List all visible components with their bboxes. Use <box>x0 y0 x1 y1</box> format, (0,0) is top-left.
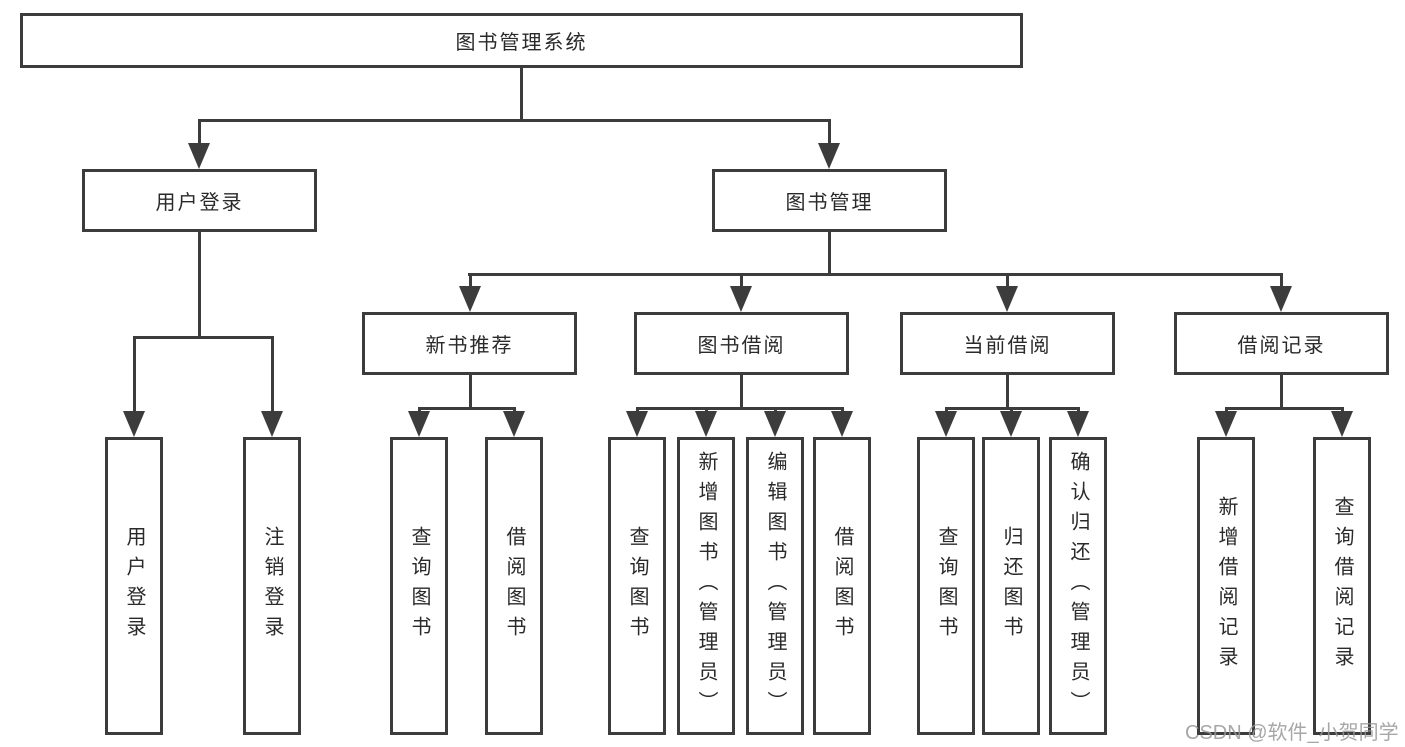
connector-root-branch <box>198 119 831 122</box>
leaf-bb-edit-books-admin-label: 编辑图书（管理员） <box>764 451 786 721</box>
node-borrowing-records: 借阅记录 <box>1174 312 1389 375</box>
connector-br-stem <box>1280 375 1283 410</box>
leaf-nbr-borrow-books: 借阅图书 <box>485 437 543 735</box>
leaf-cb-return-books: 归还图书 <box>982 437 1040 735</box>
leaf-br-query-record-label: 查询借阅记录 <box>1331 496 1353 676</box>
connector-user-login-branch <box>133 336 274 339</box>
node-book-borrowing-label: 图书借阅 <box>697 335 786 357</box>
connector-to-borrowing-records <box>1280 273 1283 288</box>
arrowhead-br-query <box>1331 411 1353 437</box>
arrowhead-bb-add <box>695 411 717 437</box>
node-current-borrowing: 当前借阅 <box>900 312 1115 375</box>
arrowhead-borrowing-records <box>1270 286 1292 312</box>
node-user-login-label: 用户登录 <box>155 192 244 214</box>
leaf-logout: 注销登录 <box>243 437 301 735</box>
leaf-nbr-query-books: 查询图书 <box>390 437 448 735</box>
arrowhead-bb-edit <box>764 411 786 437</box>
leaf-nbr-query-books-label: 查询图书 <box>408 526 430 646</box>
connector-root-stem <box>520 68 523 120</box>
leaf-bb-borrow-books: 借阅图书 <box>813 437 871 735</box>
leaf-user-login-label: 用户登录 <box>123 526 145 646</box>
leaf-br-query-record: 查询借阅记录 <box>1313 437 1371 735</box>
node-root-label: 图书管理系统 <box>455 32 588 54</box>
connector-cb-stem <box>1006 375 1009 410</box>
leaf-cb-confirm-return-admin-label: 确认归还（管理员） <box>1067 451 1089 721</box>
leaf-user-login: 用户登录 <box>105 437 163 735</box>
leaf-cb-query-books: 查询图书 <box>917 437 975 735</box>
leaf-br-add-record: 新增借阅记录 <box>1197 437 1255 735</box>
connector-to-current-borrowing <box>1006 273 1009 288</box>
connector-bb-branch <box>636 407 842 410</box>
csdn-watermark: CSDN @软件_小贺同学 <box>1185 722 1399 744</box>
leaf-bb-query-books-label: 查询图书 <box>626 526 648 646</box>
connector-to-leaf-logout <box>271 336 274 413</box>
arrowhead-current-borrowing <box>996 286 1018 312</box>
arrowhead-br-add <box>1215 411 1237 437</box>
connector-to-book-management <box>828 119 831 145</box>
connector-to-user-login <box>198 119 201 145</box>
node-user-login: 用户登录 <box>82 169 317 232</box>
leaf-bb-edit-books-admin: 编辑图书（管理员） <box>746 437 804 735</box>
leaf-cb-return-books-label: 归还图书 <box>1000 526 1022 646</box>
connector-nbr-stem <box>469 375 472 410</box>
arrowhead-book-borrowing <box>730 286 752 312</box>
leaf-cb-confirm-return-admin: 确认归还（管理员） <box>1049 437 1107 735</box>
connector-to-book-borrowing <box>740 273 743 288</box>
arrowhead-bb-query <box>626 411 648 437</box>
connector-to-new-book-recommend <box>469 273 472 288</box>
leaf-bb-add-books-admin: 新增图书（管理员） <box>677 437 735 735</box>
arrowhead-nbr-borrow <box>503 411 525 437</box>
connector-nbr-branch <box>418 407 516 410</box>
node-new-book-recommend-label: 新书推荐 <box>425 335 514 357</box>
leaf-cb-query-books-label: 查询图书 <box>935 526 957 646</box>
node-borrowing-records-label: 借阅记录 <box>1237 335 1326 357</box>
node-book-borrowing: 图书借阅 <box>634 312 849 375</box>
arrowhead-user-login <box>188 143 210 169</box>
node-new-book-recommend: 新书推荐 <box>362 312 577 375</box>
leaf-nbr-borrow-books-label: 借阅图书 <box>503 526 525 646</box>
leaf-bb-borrow-books-label: 借阅图书 <box>831 526 853 646</box>
node-book-management: 图书管理 <box>712 169 947 232</box>
arrowhead-cb-query <box>935 411 957 437</box>
node-root: 图书管理系统 <box>20 13 1023 68</box>
leaf-logout-label: 注销登录 <box>261 526 283 646</box>
connector-user-login-stem <box>198 232 201 339</box>
arrowhead-new-book-recommend <box>459 286 481 312</box>
connector-br-branch <box>1225 407 1344 410</box>
connector-bb-stem <box>740 375 743 410</box>
arrowhead-cb-return <box>1000 411 1022 437</box>
arrowhead-leaf-logout <box>261 411 283 437</box>
arrowhead-book-management <box>818 143 840 169</box>
connector-book-management-branch <box>468 273 1283 276</box>
leaf-bb-query-books: 查询图书 <box>608 437 666 735</box>
arrowhead-bb-borrow <box>831 411 853 437</box>
node-current-borrowing-label: 当前借阅 <box>963 335 1052 357</box>
arrowhead-cb-confirm <box>1067 411 1089 437</box>
leaf-br-add-record-label: 新增借阅记录 <box>1215 496 1237 676</box>
node-book-management-label: 图书管理 <box>785 192 874 214</box>
arrowhead-leaf-user-login <box>123 411 145 437</box>
leaf-bb-add-books-admin-label: 新增图书（管理员） <box>695 451 717 721</box>
connector-to-leaf-user-login <box>133 336 136 413</box>
connector-book-management-stem <box>828 232 831 276</box>
arrowhead-nbr-query <box>408 411 430 437</box>
